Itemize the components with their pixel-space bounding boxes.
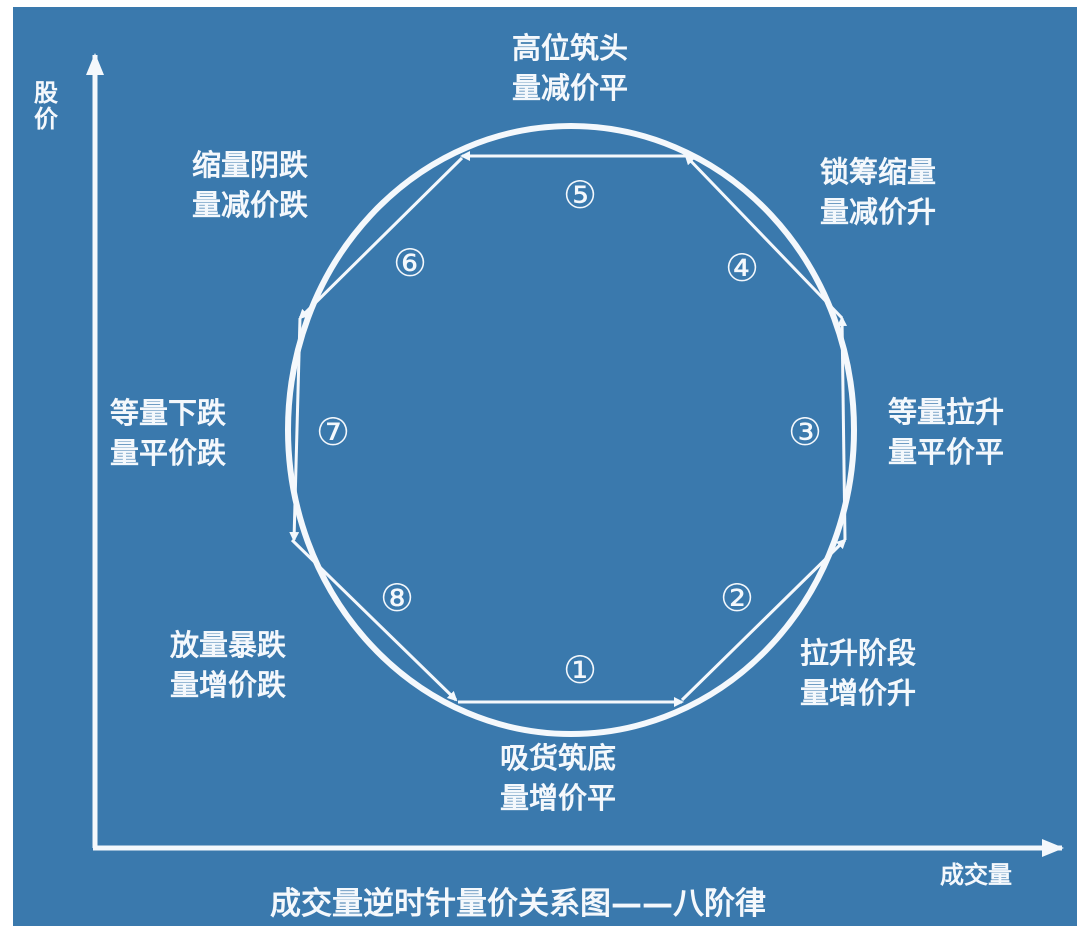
- arrow-stage-4: [684, 154, 844, 320]
- stage-3-label: 等量拉升 量平价平: [888, 392, 1004, 472]
- stage-1-relation: 量增价平: [500, 781, 617, 815]
- stage-8-name: 放量暴跌: [170, 628, 287, 662]
- arrow-stage-3: [837, 316, 848, 541]
- diagram-background: [13, 7, 1077, 926]
- stage-6-name: 缩量阴跌: [192, 148, 309, 182]
- stage-2-number: ②: [719, 576, 755, 620]
- stage-1-number: ①: [562, 648, 598, 692]
- stage-8-number: ⑧: [379, 576, 415, 620]
- stage-2-relation: 量增价升: [800, 676, 917, 710]
- stage-6-label: 缩量阴跌 量减价跌: [192, 145, 308, 225]
- stage-2-name: 拉升阶段: [800, 636, 917, 670]
- x-axis-label: 成交量: [940, 861, 1012, 889]
- arrow-stage-7: [289, 317, 302, 542]
- arrow-stage-6: [298, 156, 464, 320]
- y-axis-label: 股价: [34, 79, 58, 133]
- stage-7-relation: 量平价跌: [110, 436, 227, 470]
- arrow-stage-2: [680, 538, 847, 702]
- stage-1-name: 吸货筑底: [500, 741, 617, 775]
- stage-8-relation: 量增价跌: [170, 668, 287, 702]
- arrow-stage-8: [290, 538, 458, 702]
- stage-8-label: 放量暴跌 量增价跌: [170, 625, 286, 705]
- stage-4-label: 锁筹缩量 量减价升: [820, 152, 936, 232]
- stage-7-number: ⑦: [315, 410, 351, 454]
- stage-3-relation: 量平价平: [888, 435, 1005, 469]
- diagram-title: 成交量逆时针量价关系图——八阶律: [270, 886, 766, 922]
- stage-1-label: 吸货筑底 量增价平: [500, 738, 616, 818]
- stage-5-relation: 量减价平: [512, 71, 629, 105]
- stage-4-number: ④: [724, 246, 760, 290]
- stage-7-label: 等量下跌 量平价跌: [110, 393, 226, 473]
- stage-4-name: 锁筹缩量: [820, 155, 937, 189]
- stage-5-number: ⑤: [562, 173, 598, 217]
- cycle-circle: [285, 123, 857, 737]
- stage-6-relation: 量减价跌: [192, 188, 309, 222]
- stage-3-name: 等量拉升: [888, 395, 1005, 429]
- stage-6-number: ⑥: [392, 241, 428, 285]
- stage-4-relation: 量减价升: [820, 195, 937, 229]
- stage-5-label: 高位筑头 量减价平: [512, 28, 628, 108]
- stage-5-name: 高位筑头: [512, 31, 629, 65]
- stage-3-number: ③: [787, 410, 823, 454]
- stage-7-name: 等量下跌: [110, 396, 227, 430]
- stage-2-label: 拉升阶段 量增价升: [800, 633, 916, 713]
